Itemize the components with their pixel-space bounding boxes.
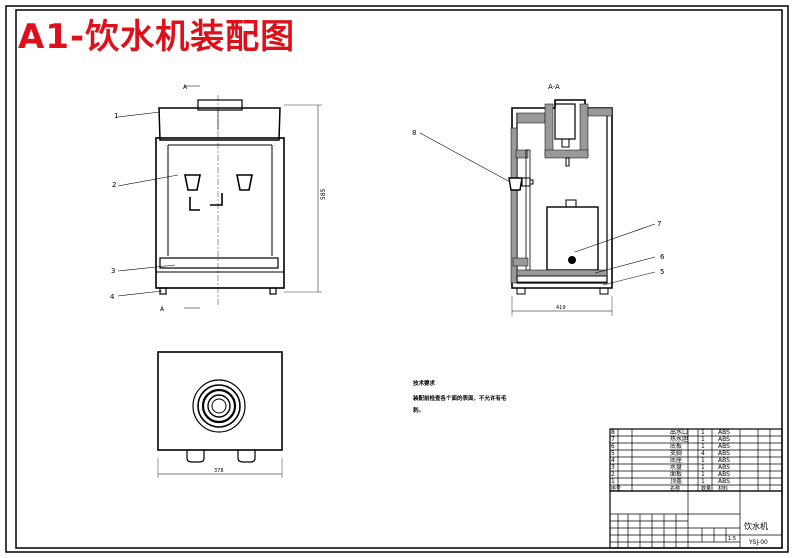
bom-cell-qty: 1	[701, 464, 705, 471]
notes-line-1: 装配前检查各个面的表面，不允许有毛	[413, 394, 507, 402]
bom-cell-no: 5	[611, 450, 615, 457]
bom-cell-name: 底座	[670, 456, 682, 464]
balloon-6: 6	[660, 253, 665, 261]
bom-header-name: 名称	[670, 485, 680, 492]
bom-cell-qty: 1	[701, 436, 705, 443]
bom-cell-material: ABS	[718, 429, 730, 436]
product-name: 饮水机	[744, 521, 768, 531]
balloon-2: 2	[112, 181, 116, 189]
balloon-4: 4	[110, 293, 115, 301]
section-marker-bottom: A	[160, 306, 165, 313]
notes-line-2: 刺。	[412, 406, 424, 414]
bom-cell-no: 4	[611, 457, 615, 464]
bom-cell-qty: 1	[701, 429, 705, 436]
bom-cell-no: 8	[611, 429, 615, 436]
title-block	[609, 428, 783, 549]
bom-cell-material: ABS	[718, 457, 730, 464]
notes-heading: 技术要求	[413, 379, 436, 387]
bom-cell-no: 7	[611, 436, 615, 443]
top-view	[157, 351, 283, 478]
bom-cell-no: 6	[611, 443, 615, 450]
bom-cell-no: 3	[611, 464, 615, 471]
bom-cell-name: 底板	[670, 442, 682, 450]
section-view	[419, 99, 656, 316]
bom-cell-qty: 1	[701, 471, 705, 478]
bom-cell-qty: 1	[701, 443, 705, 450]
balloon-1: 1	[114, 112, 118, 120]
bom-cell-no: 2	[611, 471, 615, 478]
drawing-scale: 1:5	[728, 536, 736, 542]
drawing-number: YSJ-00	[748, 539, 768, 546]
bom-cell-material: ABS	[718, 464, 730, 471]
bom-header-qty: 数量	[701, 485, 711, 492]
bom-cell-qty: 1	[701, 457, 705, 464]
bom-cell-qty: 4	[701, 450, 705, 457]
balloon-3: 3	[111, 267, 115, 275]
bom-cell-name: 水盘	[670, 463, 682, 471]
bom-header-no: 序号	[611, 485, 621, 492]
bom-cell-name: 面板	[670, 470, 682, 478]
balloon-5: 5	[660, 268, 664, 276]
section-view-title: A-A	[548, 83, 560, 91]
bom-cell-qty: 1	[701, 478, 705, 485]
bom-cell-name: 出水口	[670, 428, 688, 436]
width-dimension-section: 419	[556, 305, 566, 311]
bom-cell-name: 热水胆	[670, 435, 688, 443]
section-marker-top: A	[183, 84, 188, 91]
inner-frame	[15, 9, 783, 549]
outer-frame	[5, 5, 789, 553]
bom-cell-name: 顶盖	[670, 477, 682, 485]
front-view	[117, 85, 322, 309]
bom-header-material: 材料	[718, 485, 728, 492]
bom-cell-material: ABS	[718, 450, 730, 457]
bom-cell-name: 支脚	[670, 449, 682, 457]
balloon-7: 7	[657, 220, 661, 228]
bom-cell-material: ABS	[718, 478, 730, 485]
bom-cell-material: ABS	[718, 436, 730, 443]
bom-cell-material: ABS	[718, 471, 730, 478]
bom-cell-no: 1	[611, 478, 615, 485]
bom-cell-material: ABS	[718, 443, 730, 450]
drawing-title: A1-饮水机装配图	[18, 17, 296, 57]
width-dimension-top: 378	[214, 468, 224, 474]
balloon-8: 8	[412, 129, 416, 137]
height-dimension: 585	[320, 188, 327, 200]
